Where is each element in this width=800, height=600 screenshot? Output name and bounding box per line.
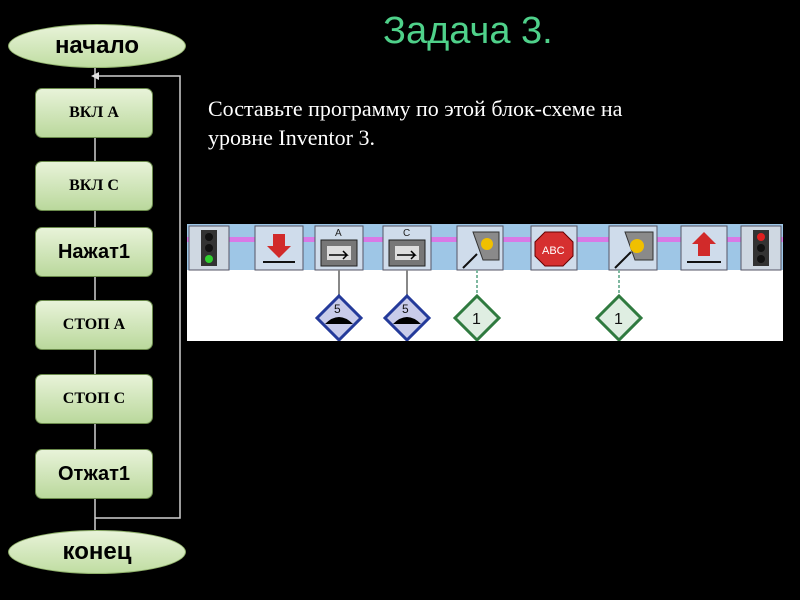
stop-sign-icon[interactable]: ABC: [531, 226, 577, 270]
flowchart-end: конец: [8, 530, 186, 574]
flowchart-step-stop-a: СТОП А: [35, 300, 153, 350]
sensor-port-modifier[interactable]: 1: [455, 270, 499, 340]
start-light-icon[interactable]: [189, 226, 229, 270]
sensor-port-modifier[interactable]: 1: [597, 270, 641, 340]
power-value: 5: [402, 302, 409, 316]
flowchart-step-stop-c: СТОП С: [35, 374, 153, 424]
touch-sensor-release-icon[interactable]: [609, 226, 657, 270]
sensor-port-value: 1: [472, 311, 481, 328]
stop-sign-label: ABC: [542, 245, 565, 257]
power-modifier[interactable]: 5: [385, 270, 429, 340]
flowchart-start: начало: [8, 24, 186, 68]
motor-c-label: C: [403, 228, 410, 239]
motor-c-icon[interactable]: C: [383, 226, 431, 270]
motor-up-icon[interactable]: [681, 226, 727, 270]
program-canvas: A C ABC: [187, 224, 783, 341]
motor-a-label: A: [335, 228, 342, 239]
power-modifier[interactable]: 5: [317, 270, 361, 340]
motor-down-icon[interactable]: [255, 226, 303, 270]
touch-sensor-icon[interactable]: [457, 226, 503, 270]
flowchart-step-otzhat: Отжат1: [35, 449, 153, 499]
motor-a-icon[interactable]: A: [315, 226, 363, 270]
flowchart-step-vkl-a: ВКЛ А: [35, 88, 153, 138]
flowchart-step-vkl-c: ВКЛ С: [35, 161, 153, 211]
sensor-port-value: 1: [614, 311, 623, 328]
flowchart-step-nazhat: Нажат1: [35, 227, 153, 277]
power-value: 5: [334, 302, 341, 316]
inventor-program: A C ABC: [187, 224, 783, 341]
stop-light-icon[interactable]: [741, 226, 781, 270]
